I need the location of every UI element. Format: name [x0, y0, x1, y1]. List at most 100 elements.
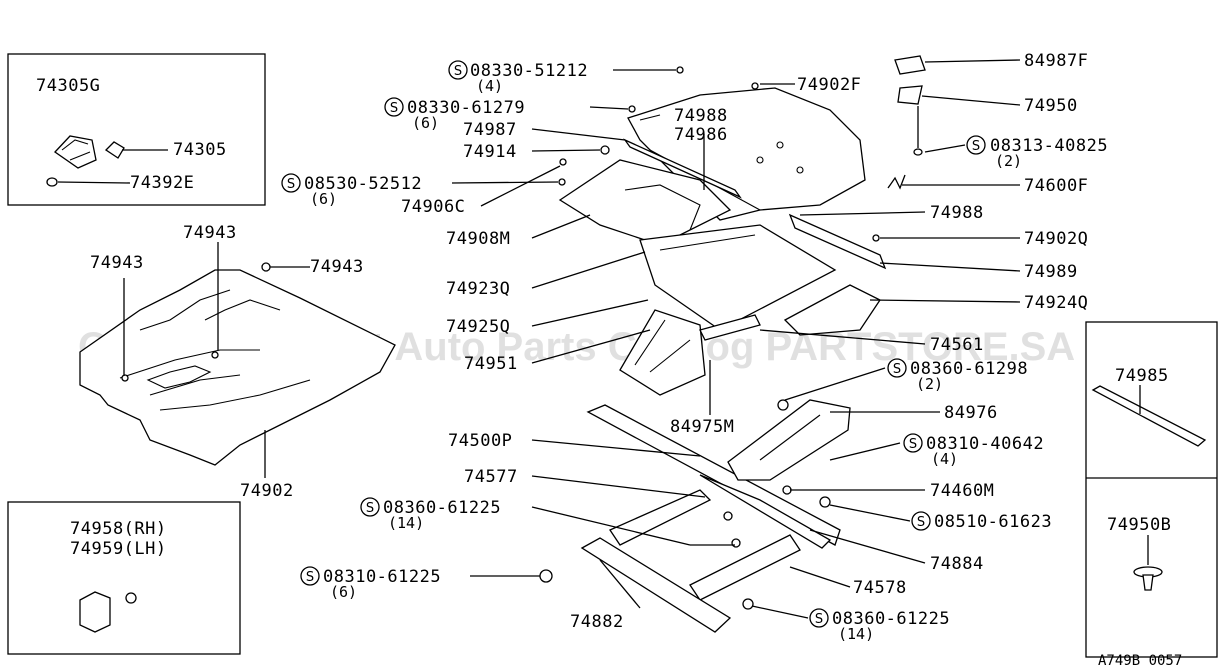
qty-08330-61279: (6)	[412, 114, 439, 132]
screw-symbol-08313-40825: S	[966, 135, 986, 155]
part-74305-drawing	[104, 141, 125, 159]
label-74500P: 74500P	[448, 431, 512, 451]
label-08510-61623: 08510-61623	[934, 512, 1052, 532]
svg-text:S: S	[287, 177, 295, 192]
label-74950B: 74950B	[1107, 515, 1171, 535]
screw-symbol-08360-61225-b: S	[809, 608, 829, 628]
qty-08530-52512: (6)	[310, 190, 337, 208]
part-74985-drawing	[1091, 385, 1207, 447]
label-08330-51212: 08330-51212	[470, 61, 588, 81]
label-74923Q: 74923Q	[446, 279, 510, 299]
label-74578: 74578	[853, 578, 907, 598]
svg-text:S: S	[815, 612, 823, 627]
label-84976: 84976	[944, 403, 998, 423]
inset-bottom-left	[7, 501, 241, 655]
label-74906C: 74906C	[401, 197, 465, 217]
svg-text:S: S	[893, 362, 901, 377]
reference-code: A749B 0057	[1098, 653, 1182, 669]
label-74959: 74959(LH)	[70, 539, 167, 559]
part-74577-drawing	[609, 489, 712, 546]
svg-text:S: S	[454, 64, 462, 79]
part-84975M-duct-drawing	[619, 309, 706, 396]
svg-text:S: S	[306, 570, 314, 585]
label-08310-61225: 08310-61225	[323, 567, 441, 587]
qty-08360-61298: (2)	[916, 375, 943, 393]
screws-upper-drawing	[558, 66, 880, 242]
inset-top-left	[7, 53, 266, 206]
label-74988-top: 74988	[674, 106, 728, 126]
part-74561-drawing	[699, 314, 761, 341]
label-74951: 74951	[464, 354, 518, 374]
svg-text:S: S	[972, 139, 980, 154]
label-74561: 74561	[930, 335, 984, 355]
qty-08360-61225-b: (14)	[838, 625, 874, 643]
label-74925Q: 74925Q	[446, 317, 510, 337]
label-74902F: 74902F	[797, 75, 861, 95]
part-74989-drawing	[788, 213, 887, 270]
label-74988-mid: 74988	[930, 203, 984, 223]
part-74392E-drawing	[46, 177, 58, 187]
label-08360-61298: 08360-61298	[910, 359, 1028, 379]
svg-text:S: S	[909, 437, 917, 452]
qty-08313-40825: (2)	[995, 152, 1022, 170]
label-74943-top: 74943	[183, 223, 237, 243]
label-74989: 74989	[1024, 262, 1078, 282]
qty-08310-40642: (4)	[931, 450, 958, 468]
svg-text:S: S	[366, 501, 374, 516]
svg-text:S: S	[917, 515, 925, 530]
inset-right	[1085, 321, 1218, 658]
part-74923Q-drawing	[639, 224, 837, 331]
screw-symbol-08310-61225: S	[300, 566, 320, 586]
screw-symbol-08510-61623: S	[911, 511, 931, 531]
label-74914: 74914	[463, 142, 517, 162]
part-84976-drawing	[727, 399, 851, 481]
part-74958-drawing	[79, 591, 137, 633]
label-08330-61279: 08330-61279	[407, 98, 525, 118]
label-74882: 74882	[570, 612, 624, 632]
screw-symbol-08530-52512: S	[281, 173, 301, 193]
part-74884-drawing	[699, 474, 832, 549]
label-74987: 74987	[463, 120, 517, 140]
label-74943-right: 74943	[310, 257, 364, 277]
label-74943-left: 74943	[90, 253, 144, 273]
label-08313-40825: 08313-40825	[990, 136, 1108, 156]
leader-lines	[57, 59, 1149, 619]
label-08360-61225-a: 08360-61225	[383, 498, 501, 518]
label-74460M: 74460M	[930, 481, 994, 501]
part-74986-drawing	[623, 138, 742, 199]
qty-08360-61225-a: (14)	[388, 514, 424, 532]
part-74902-carpet-drawing	[79, 269, 396, 466]
label-74958: 74958(RH)	[70, 519, 167, 539]
part-74600F-drawing	[887, 174, 906, 190]
label-74924Q: 74924Q	[1024, 293, 1088, 313]
part-74578-drawing	[689, 534, 801, 601]
qty-08330-51212: (4)	[476, 77, 503, 95]
part-74924Q-drawing	[783, 284, 881, 336]
label-08360-61225-b: 08360-61225	[832, 609, 950, 629]
label-74908M: 74908M	[446, 229, 510, 249]
label-84987F: 84987F	[1024, 51, 1088, 71]
screw-symbol-08330-61279: S	[384, 97, 404, 117]
label-74305: 74305	[173, 140, 227, 160]
label-84975M: 84975M	[670, 417, 734, 437]
screw-symbol-08330-51212: S	[448, 60, 468, 80]
label-74902Q: 74902Q	[1024, 229, 1088, 249]
label-74950: 74950	[1024, 96, 1078, 116]
label-74902: 74902	[240, 481, 294, 501]
part-84987F-drawing	[894, 55, 926, 156]
label-74392E: 74392E	[130, 173, 194, 193]
screw-symbol-08360-61298: S	[887, 358, 907, 378]
screw-symbol-08360-61225-a: S	[360, 497, 380, 517]
screw-symbol-08310-40642: S	[903, 433, 923, 453]
label-74600F: 74600F	[1024, 176, 1088, 196]
part-74882-drawing	[580, 537, 732, 633]
part-74305G-drawing	[54, 135, 97, 169]
svg-text:S: S	[390, 101, 398, 116]
label-74305G: 74305G	[36, 76, 100, 96]
label-74577: 74577	[464, 467, 518, 487]
qty-08310-61225: (6)	[330, 583, 357, 601]
label-74985: 74985	[1115, 366, 1169, 386]
part-74950B-drawing	[1133, 566, 1163, 591]
label-08310-40642: 08310-40642	[926, 434, 1044, 454]
